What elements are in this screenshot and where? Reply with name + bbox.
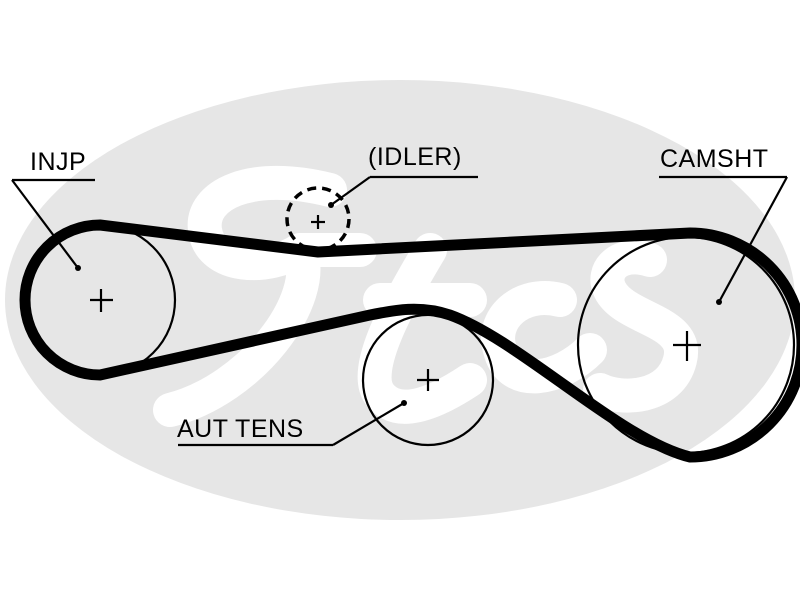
injp-label: INJP (30, 148, 86, 176)
leader-dots (75, 202, 722, 406)
injp-leader (11, 179, 79, 269)
idler-dot (328, 202, 334, 208)
camsht-leader (718, 176, 788, 303)
leader-lines (11, 175, 788, 447)
idler-center-mark (311, 215, 325, 229)
aut-tens-center-mark (417, 369, 439, 391)
timing-belt (19, 219, 800, 463)
idler-label: (IDLER) (368, 143, 462, 171)
injp-center-mark (90, 289, 113, 312)
aut-tens-leader (332, 402, 405, 446)
aut-tens-dot (401, 400, 407, 406)
injp-dot (75, 265, 81, 271)
watermark-lettering (153, 165, 698, 427)
aut-tens-label: AUT TENS (177, 415, 304, 443)
camsht-center-mark (673, 331, 701, 361)
camsht-label: CAMSHT (660, 145, 769, 173)
idler-leader (330, 176, 371, 206)
camsht-dot (716, 299, 722, 305)
